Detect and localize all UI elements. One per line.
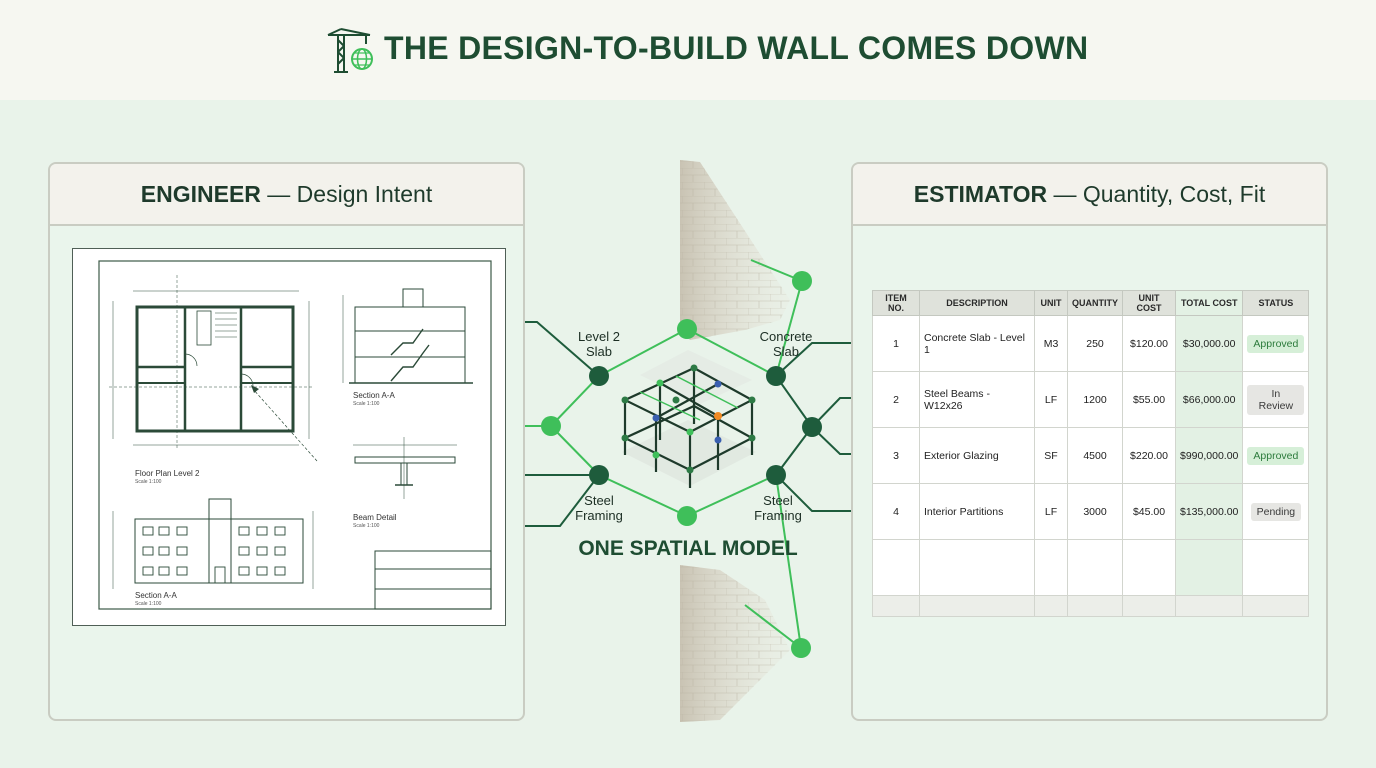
header-bar: THE DESIGN-TO-BUILD WALL COMES DOWN xyxy=(0,0,1376,100)
col-status: STATUS xyxy=(1242,290,1310,316)
cell-item: 1 xyxy=(872,315,920,372)
wall-fragment-top xyxy=(680,160,790,340)
label-level2-slab: Level 2 Slab xyxy=(578,329,620,359)
beam-detail-scale: Scale 1:100 xyxy=(353,523,380,529)
structural-model xyxy=(621,350,756,488)
elevation-label: Section A-A xyxy=(135,591,177,600)
cell-quantity: 250 xyxy=(1067,315,1123,372)
cell-total: $66,000.00 xyxy=(1174,371,1244,428)
cell-unit-cost: $120.00 xyxy=(1122,315,1176,372)
cell-item: 3 xyxy=(872,427,920,484)
section-top-scale: Scale 1:100 xyxy=(353,401,380,407)
blueprint-graphic xyxy=(98,260,492,610)
cell-unit-cost: $45.00 xyxy=(1122,483,1176,540)
cell-unit: M3 xyxy=(1034,315,1068,372)
cell-total: $135,000.00 xyxy=(1174,483,1244,540)
table-row: 2 Steel Beams - W12x26 LF 1200 $55.00 $6… xyxy=(872,371,1310,428)
estimator-title-bold: ESTIMATOR xyxy=(913,181,1048,207)
col-description: DESCRIPTION xyxy=(919,290,1035,316)
cell-unit: LF xyxy=(1034,371,1068,428)
cell-unit: LF xyxy=(1034,483,1068,540)
table-row: 4 Interior Partitions LF 3000 $45.00 $13… xyxy=(872,483,1310,540)
page-title: THE DESIGN-TO-BUILD WALL COMES DOWN xyxy=(384,30,1089,66)
col-total-cost: TOTAL COST xyxy=(1174,290,1244,316)
network-nodes xyxy=(541,271,822,658)
table-footer-row xyxy=(872,595,1310,617)
floor-plan-scale: Scale 1:100 xyxy=(135,479,162,485)
engineering-drawing-sheet: Floor Plan Level 2 Scale 1:100 Section A… xyxy=(72,248,506,626)
cell-unit: SF xyxy=(1034,427,1068,484)
cell-total: $990,000.00 xyxy=(1174,427,1244,484)
engineer-title-rest: — Design Intent xyxy=(260,181,433,207)
cell-status: Approved xyxy=(1242,427,1310,484)
table-row-empty xyxy=(872,539,1310,596)
cell-status: In Review xyxy=(1242,371,1310,428)
crane-globe-icon xyxy=(327,28,373,73)
col-quantity: QUANTITY xyxy=(1067,290,1123,316)
cell-status: Approved xyxy=(1242,315,1310,372)
col-unit-cost: UNIT COST xyxy=(1122,290,1176,316)
cell-unit-cost: $220.00 xyxy=(1122,427,1176,484)
section-top-label: Section A-A xyxy=(353,391,395,400)
estimator-panel-header: ESTIMATOR — Quantity, Cost, Fit xyxy=(853,164,1326,226)
cell-description: Concrete Slab - Level 1 xyxy=(919,315,1035,372)
cell-description: Exterior Glazing xyxy=(919,427,1035,484)
col-item-no: ITEM NO. xyxy=(872,290,920,316)
table-row: 1 Concrete Slab - Level 1 M3 250 $120.00… xyxy=(872,315,1310,372)
label-concrete-slab: Concrete Slab xyxy=(759,329,813,359)
estimator-title-rest: — Quantity, Cost, Fit xyxy=(1047,181,1266,207)
cell-item: 2 xyxy=(872,371,920,428)
status-badge: In Review xyxy=(1247,384,1305,415)
wall-fragment-bottom xyxy=(680,565,790,722)
cell-quantity: 3000 xyxy=(1067,483,1123,540)
cell-quantity: 1200 xyxy=(1067,371,1123,428)
cell-description: Interior Partitions xyxy=(919,483,1035,540)
floor-plan-label: Floor Plan Level 2 xyxy=(135,469,200,478)
col-unit: UNIT xyxy=(1034,290,1068,316)
status-badge: Pending xyxy=(1250,502,1302,521)
engineer-panel: ENGINEER — Design Intent xyxy=(48,162,525,721)
estimate-table: ITEM NO. DESCRIPTION UNIT QUANTITY UNIT … xyxy=(872,290,1310,617)
elevation-scale: Scale 1:100 xyxy=(135,601,162,607)
model-title: ONE SPATIAL MODEL xyxy=(578,537,798,560)
table-row: 3 Exterior Glazing SF 4500 $220.00 $990,… xyxy=(872,427,1310,484)
status-badge: Approved xyxy=(1247,334,1305,353)
label-steel-framing-left: Steel Framing xyxy=(575,493,623,523)
cell-quantity: 4500 xyxy=(1067,427,1123,484)
cell-item: 4 xyxy=(872,483,920,540)
cell-unit-cost: $55.00 xyxy=(1122,371,1176,428)
engineer-panel-header: ENGINEER — Design Intent xyxy=(50,164,523,226)
status-badge: Approved xyxy=(1247,446,1305,465)
cell-status: Pending xyxy=(1242,483,1310,540)
cell-total: $30,000.00 xyxy=(1174,315,1244,372)
cell-description: Steel Beams - W12x26 xyxy=(919,371,1035,428)
table-header-row: ITEM NO. DESCRIPTION UNIT QUANTITY UNIT … xyxy=(872,290,1310,316)
label-steel-framing-right: Steel Framing xyxy=(754,493,802,523)
engineer-title-bold: ENGINEER xyxy=(140,181,261,207)
beam-detail-label: Beam Detail xyxy=(353,513,397,522)
